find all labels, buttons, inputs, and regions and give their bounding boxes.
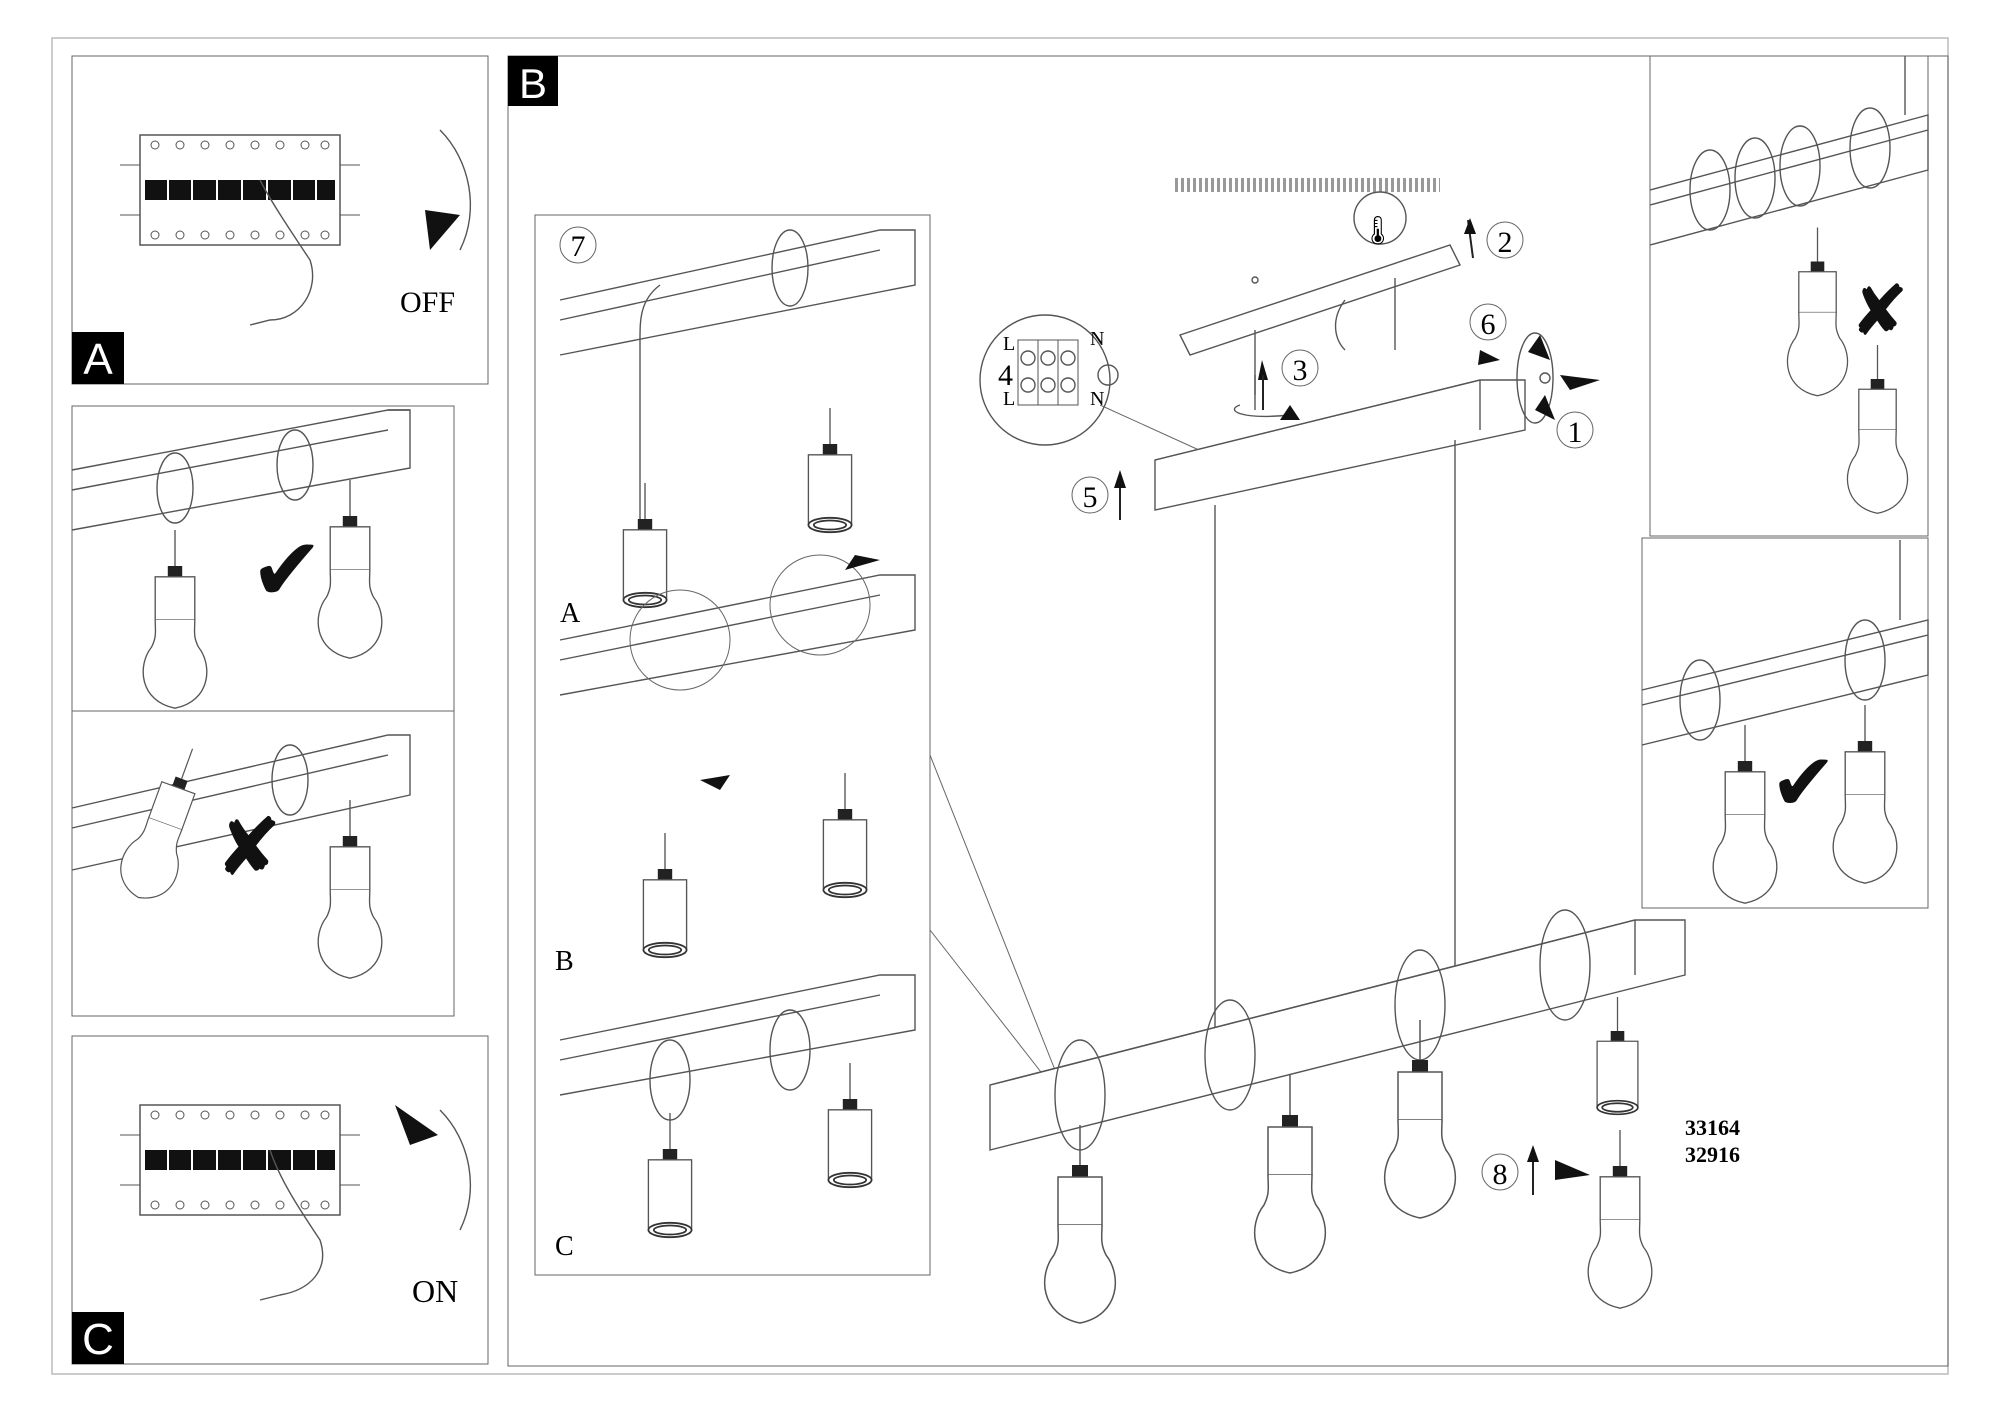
check-mark-icon: ✔ [250,523,324,620]
bulb-position-examples: ✘ ✔ [1641,55,1929,909]
drill-icon: 🌡 [1360,216,1396,247]
bulb-hanging-examples: ✔ ✘ [71,405,455,1017]
main-beam [989,909,1686,1151]
terminal-l-bottom: L [1003,388,1015,410]
panel-c: ON C [71,1035,489,1365]
step-6-label: 6 [1481,308,1496,341]
variant-a-label: A [560,598,581,629]
step-2-label: 2 [1498,226,1513,259]
earth-icon [1097,364,1119,386]
cross-mark-icon: ✘ [215,805,282,893]
terminal-l-top: L [1003,333,1015,355]
hand-icon [249,179,314,326]
step-7-detail: 7 A B C [534,214,931,1276]
step-8-label: 8 [1493,1158,1508,1191]
step-1-label: 1 [1568,416,1583,449]
canopy: 5 [1071,379,1526,520]
step-6-and-1: 6 1 [1469,303,1600,449]
switch-off-label: OFF [400,286,455,319]
step-5-label: 5 [1083,481,1098,514]
panel-c-badge: C [82,1315,114,1364]
circuit-breaker-icon [118,1103,362,1217]
switch-on-label: ON [412,1273,458,1309]
terminal-n-top: N [1090,328,1104,350]
ceiling-mount: 🌡 2 [1175,178,1524,395]
variant-c-label: C [555,1231,574,1262]
panel-b: B 7 A B [507,55,1949,1367]
article-number: 32916 [1685,1142,1740,1167]
hand-icon [259,1149,324,1301]
check-mark-icon: ✔ [1770,740,1837,828]
variant-b-label: B [555,946,574,977]
step-8-bulb-insert: 8 [1481,1129,1653,1309]
terminal-n-bottom: N [1090,388,1104,410]
step-3-screw: 3 [1233,349,1319,420]
step-3-label: 3 [1293,354,1308,387]
panel-a: OFF A [71,55,489,385]
step-7-label: 7 [571,230,586,263]
article-number: 33164 [1685,1115,1740,1140]
cross-mark-icon: ✘ [1850,274,1909,351]
panel-a-badge: A [83,335,113,384]
rotate-arrow-icon [425,210,460,250]
terminal-block-detail: L L N N 4 [979,314,1211,456]
circuit-breaker-icon [118,133,362,247]
panel-b-badge: B [519,60,547,107]
step-4-label: 4 [998,359,1013,392]
rotate-arrow-icon [395,1105,438,1145]
